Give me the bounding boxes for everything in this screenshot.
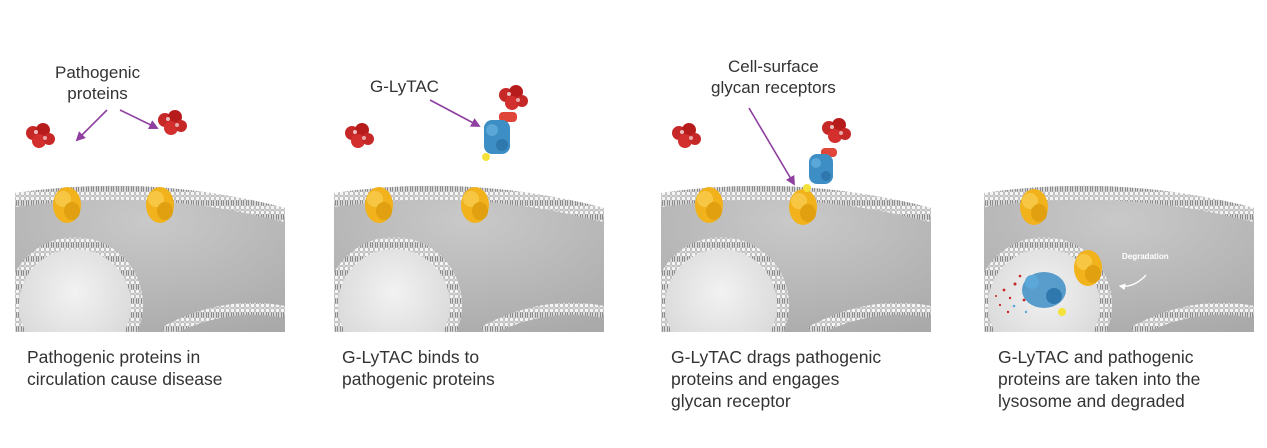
- glycan-receptor: [461, 187, 489, 223]
- cell-membrane: [984, 185, 1254, 222]
- panel-caption: G-LyTAC drags pathogenic proteins and en…: [671, 347, 882, 411]
- glycan-receptor: [1020, 189, 1048, 225]
- lysosome: [661, 237, 789, 332]
- panel-caption: G-LyTAC binds to pathogenic proteins: [342, 347, 495, 389]
- callout-label: G-LyTAC: [370, 77, 439, 96]
- glycan-receptor: [146, 187, 174, 223]
- lysosome: [334, 237, 462, 332]
- lysosome: [15, 237, 143, 332]
- glycan-receptor: [365, 187, 393, 223]
- pointer-arrow: [748, 107, 795, 186]
- degrading-complex: [995, 272, 1066, 316]
- panel-degradation: Degradation G-LyTAC and pathogenic prote…: [984, 0, 1267, 448]
- vesicle-membrane: [162, 302, 285, 332]
- degradation-arrow: [1118, 274, 1147, 290]
- callout-label: Pathogenic proteins: [55, 63, 141, 103]
- pathogenic-protein: [345, 123, 374, 148]
- degradation-label: Degradation: [1122, 252, 1169, 261]
- glycan-receptor: [53, 187, 81, 223]
- pathogenic-protein: [672, 123, 701, 148]
- pointer-arrow: [429, 99, 481, 127]
- circulation-illustration: [15, 109, 285, 332]
- pathogenic-protein: [26, 123, 55, 148]
- glycan-receptor: [789, 189, 817, 225]
- vesicle-membrane: [1131, 302, 1254, 332]
- degradation-illustration: [984, 180, 1254, 332]
- lytac-complex: [482, 85, 528, 161]
- glycan-receptor: [695, 187, 723, 223]
- panel-engagement: Cell-surface glycan receptors G-LyTAC dr…: [661, 0, 961, 448]
- pointer-arrow: [119, 109, 159, 129]
- panel-binding: G-LyTAC G-LyTAC binds to pathogenic prot…: [334, 0, 634, 448]
- panel-circulation: Pathogenic proteins Pathogenic proteins …: [15, 0, 315, 448]
- glycan-receptor: [1074, 250, 1102, 286]
- panel-caption: Pathogenic proteins in circulation cause…: [27, 347, 223, 389]
- pathogenic-protein: [158, 110, 187, 135]
- vesicle-membrane: [481, 302, 604, 332]
- binding-illustration: [334, 85, 604, 332]
- pointer-arrow: [75, 109, 108, 142]
- lytac-complex: [803, 118, 851, 192]
- panel-caption: G-LyTAC and pathogenic proteins are take…: [998, 347, 1201, 411]
- vesicle-membrane: [808, 302, 931, 332]
- callout-label: Cell-surface glycan receptors: [711, 57, 836, 97]
- engagement-illustration: [661, 107, 931, 332]
